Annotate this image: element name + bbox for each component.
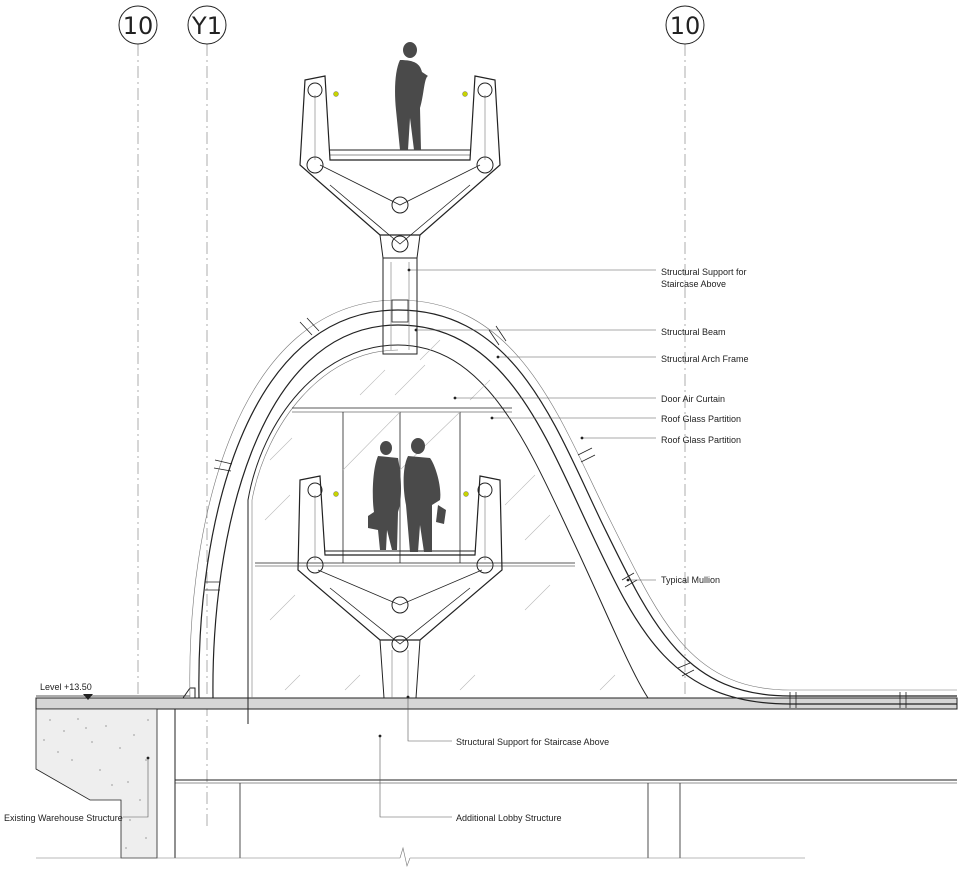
svg-text:10: 10	[123, 12, 154, 40]
label-support-upper-line1: Structural Support for	[661, 267, 747, 277]
grid-marker-left: 10	[118, 5, 158, 45]
upper-platform	[299, 75, 501, 259]
label-air-curtain: Door Air Curtain	[661, 394, 725, 404]
level-marker: Level +13.50	[40, 682, 93, 700]
label-lobby: Additional Lobby Structure	[456, 813, 562, 823]
grid-marker-right: 10	[665, 5, 705, 45]
label-warehouse: Existing Warehouse Structure	[4, 813, 123, 823]
svg-text:10: 10	[670, 12, 701, 40]
lower-platform	[297, 475, 503, 699]
leader-lines	[123, 268, 656, 818]
glass-partitions	[255, 339, 616, 691]
label-structural-beam: Structural Beam	[661, 327, 726, 337]
person-silhouette-lower-right	[403, 438, 446, 552]
level-triangle-icon	[83, 694, 93, 700]
label-arch-frame: Structural Arch Frame	[661, 354, 749, 364]
floor-slab	[35, 687, 958, 710]
label-support-lower: Structural Support for Staircase Above	[456, 737, 609, 747]
lobby-structure	[36, 779, 957, 868]
label-support-upper-line2: Staircase Above	[661, 279, 726, 289]
svg-text:Level +13.50: Level +13.50	[40, 682, 92, 692]
person-silhouette-lower-left	[368, 441, 401, 550]
upper-support-column	[382, 257, 418, 355]
grid-lines	[137, 44, 686, 830]
annotation-labels: Structural Support for Staircase Above S…	[4, 267, 749, 823]
arch-frame	[189, 299, 957, 724]
label-mullion: Typical Mullion	[661, 575, 720, 585]
label-glass-partition-1: Roof Glass Partition	[661, 414, 741, 424]
grid-marker-mid: Y1	[187, 5, 227, 45]
person-silhouette-upper	[395, 42, 428, 150]
label-glass-partition-2: Roof Glass Partition	[661, 435, 741, 445]
warehouse-structure	[35, 708, 176, 859]
svg-text:Y1: Y1	[191, 12, 222, 40]
